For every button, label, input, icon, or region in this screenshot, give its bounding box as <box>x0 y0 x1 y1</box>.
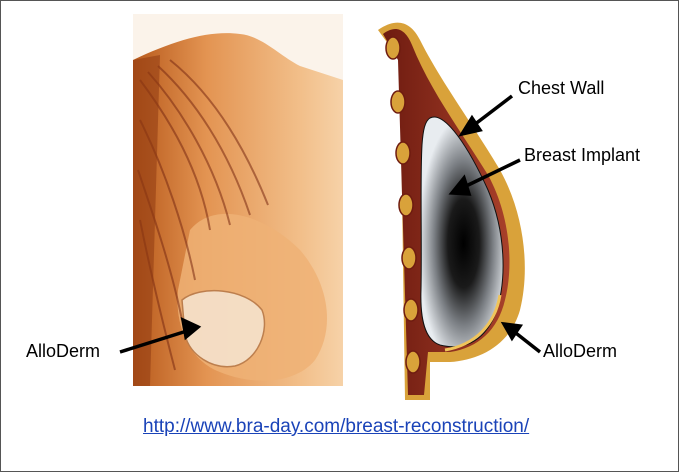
cross-section-illustration <box>378 23 525 400</box>
chest-wall-label: Chest Wall <box>518 78 604 99</box>
source-url-link[interactable]: http://www.bra-day.com/breast-reconstruc… <box>143 416 529 438</box>
alloderm-left-label: AlloDerm <box>26 341 100 362</box>
breast-implant-label: Breast Implant <box>524 145 640 166</box>
alloderm-right-label: AlloDerm <box>543 341 617 362</box>
torso-illustration <box>133 14 343 386</box>
